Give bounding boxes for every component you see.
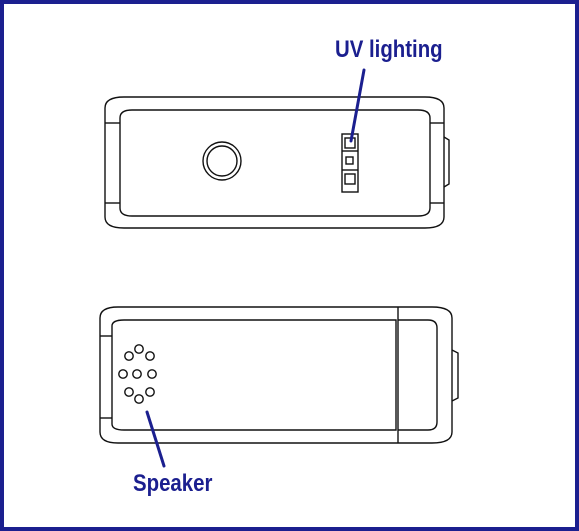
front-inner-face (119, 109, 431, 217)
uv-lighting-label: UV lighting (335, 36, 443, 63)
device-front-view (104, 96, 450, 229)
uv-led-array (341, 133, 359, 193)
back-inner-face (111, 319, 397, 431)
front-power-button (202, 141, 242, 181)
back-side-button (451, 349, 459, 402)
back-outer-body (99, 306, 453, 444)
uv-lighting-leader (349, 68, 366, 143)
device-back-view (99, 306, 459, 444)
speaker-grille (118, 344, 157, 404)
speaker-label: Speaker (133, 470, 213, 497)
front-outer-body (104, 96, 445, 229)
front-side-button (443, 136, 450, 188)
speaker-leader (145, 410, 166, 468)
